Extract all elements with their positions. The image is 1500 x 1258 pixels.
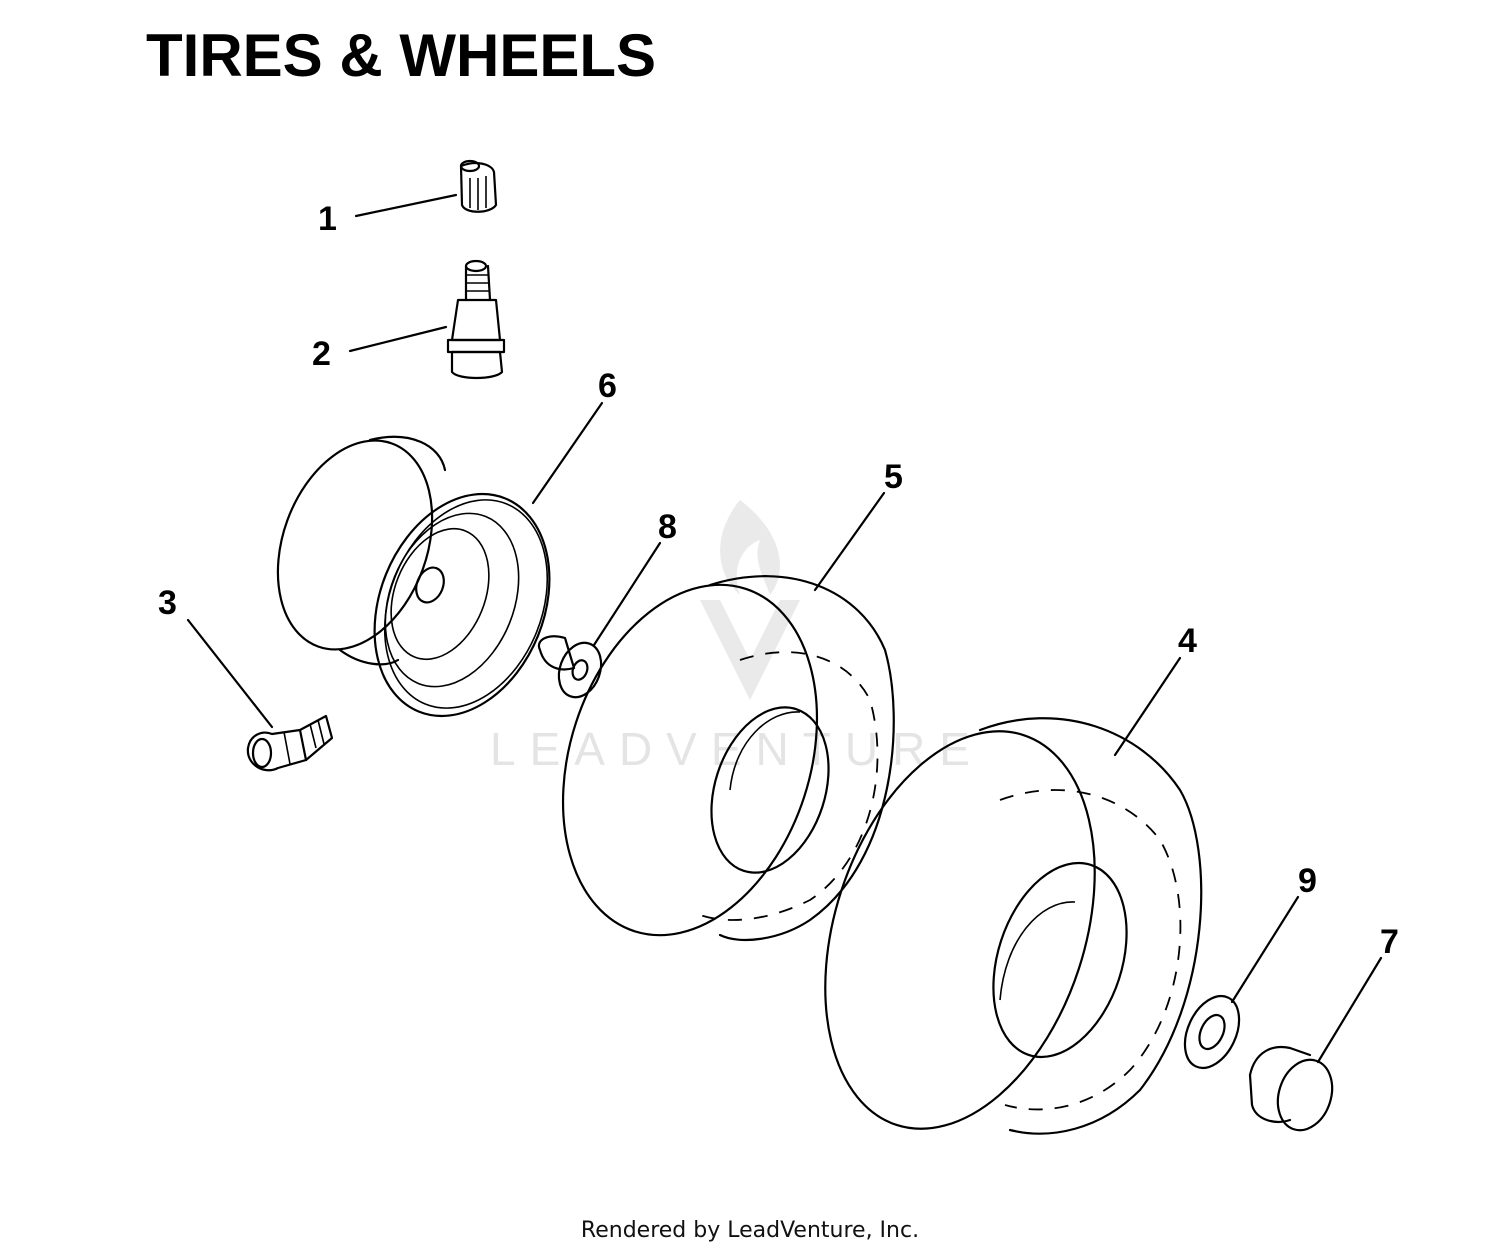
callout-5: 5: [884, 458, 903, 496]
callout-7: 7: [1380, 923, 1399, 961]
part-hub-cap: [1248, 1045, 1334, 1132]
part-bushing: [537, 635, 603, 699]
footer-credit: Rendered by LeadVenture, Inc.: [580, 1218, 920, 1243]
callouts: 1 2 3 4 5 6 7 8 9: [158, 200, 1399, 961]
part-tire-front: [561, 575, 895, 942]
callout-6: 6: [598, 367, 617, 405]
callout-3: 3: [158, 584, 177, 622]
callout-8: 8: [658, 508, 677, 546]
part-valve-cap: [459, 159, 498, 213]
watermark-text: LEADVENTURE: [490, 723, 984, 775]
callout-1: 1: [318, 200, 337, 238]
part-wheel-rim: [276, 435, 551, 718]
part-tire-rear: [824, 717, 1203, 1135]
part-valve-stem: [446, 259, 506, 380]
leadventure-watermark: LEADVENTURE: [490, 500, 984, 775]
part-washer: [1183, 994, 1241, 1070]
diagram-title: TIRES & WHEELS: [146, 22, 657, 89]
callout-9: 9: [1298, 862, 1317, 900]
part-grease-fitting: [246, 714, 334, 772]
callout-4: 4: [1178, 622, 1197, 660]
leader-lines: [186, 193, 1383, 1064]
callout-2: 2: [312, 335, 331, 373]
